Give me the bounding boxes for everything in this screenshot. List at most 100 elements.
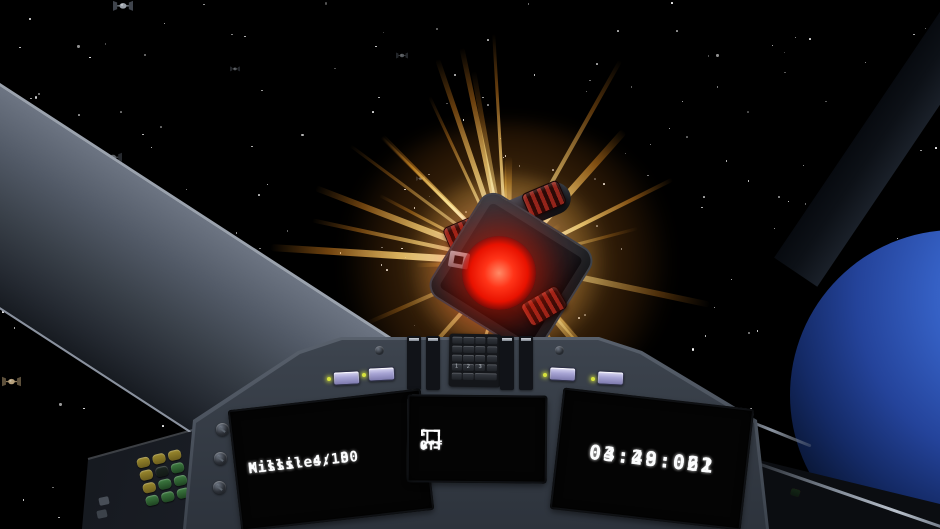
star (83, 407, 85, 410)
star (413, 324, 416, 327)
magnify-toggle-value: : Off (419, 424, 444, 453)
stats-display: Kills: 4/100 Missiles: 3 (227, 388, 435, 529)
star (34, 96, 38, 99)
star (668, 127, 670, 130)
star (716, 54, 719, 57)
enemy-ship-red-core (462, 236, 536, 310)
keypad-key[interactable] (486, 354, 498, 363)
keypad-key[interactable] (475, 336, 486, 345)
strip-button (409, 338, 419, 342)
keypad-key[interactable] (475, 354, 486, 363)
keypad-key[interactable]: 2 (463, 363, 474, 372)
star (913, 33, 915, 36)
missiles-counter: Missiles: 3 (247, 449, 351, 478)
strip-button (521, 338, 531, 342)
console-button[interactable] (367, 366, 396, 382)
star (825, 100, 827, 103)
star (104, 43, 107, 45)
star (404, 188, 406, 191)
star (935, 147, 937, 149)
star (462, 119, 465, 121)
keypad-key[interactable] (451, 336, 463, 344)
star (428, 195, 431, 197)
distant-ship-sprite (396, 52, 408, 59)
star (286, 230, 289, 232)
button-strip[interactable] (500, 336, 514, 390)
star (266, 183, 268, 186)
keypad-key[interactable] (486, 363, 498, 372)
keypad-key[interactable] (451, 372, 462, 381)
star (802, 164, 805, 167)
star (617, 30, 619, 32)
star (783, 51, 786, 53)
star (647, 174, 649, 177)
star (777, 195, 781, 199)
console-button[interactable] (332, 370, 361, 386)
keypad-key[interactable] (463, 354, 474, 363)
star (162, 425, 164, 427)
star (19, 46, 21, 49)
button-strip[interactable] (519, 336, 533, 390)
star (52, 486, 54, 489)
star (896, 237, 898, 240)
star (787, 200, 790, 203)
star (771, 44, 774, 46)
star (37, 92, 40, 95)
console-button[interactable] (596, 370, 625, 386)
star (261, 89, 263, 92)
star (713, 306, 716, 309)
star (244, 35, 246, 38)
star (30, 97, 32, 100)
console-button[interactable] (548, 366, 577, 382)
star (707, 55, 709, 57)
star (730, 278, 732, 281)
star (527, 3, 530, 5)
star (703, 196, 705, 198)
keypad-key[interactable] (451, 345, 463, 353)
star (301, 133, 304, 137)
star (163, 22, 165, 25)
button-strip[interactable] (426, 336, 440, 390)
keypad-key[interactable] (487, 345, 498, 354)
star (676, 30, 678, 32)
star (504, 155, 507, 157)
star (924, 27, 927, 30)
star (502, 156, 505, 159)
toggle-display: : Off : Off (406, 394, 548, 484)
star (630, 86, 633, 88)
star (235, 232, 238, 234)
timer-display: 03:48:022 04:29:061 (549, 387, 755, 529)
star (144, 53, 147, 57)
star (686, 136, 688, 138)
panel-screw (555, 346, 564, 355)
star (381, 246, 383, 249)
keypad-key[interactable] (462, 372, 474, 381)
star (325, 2, 328, 5)
keypad-key[interactable]: 3 (474, 363, 486, 372)
keypad-key[interactable] (451, 354, 462, 363)
star (142, 133, 144, 136)
star (533, 74, 536, 76)
keypad-key[interactable] (463, 345, 474, 354)
star (372, 111, 374, 113)
star (747, 111, 749, 113)
star (401, 247, 403, 250)
star (691, 348, 695, 351)
keypad-enter-key[interactable] (474, 372, 497, 381)
keypad-key[interactable] (475, 345, 486, 354)
keypad-key[interactable] (463, 336, 475, 345)
bezel-screw (213, 481, 226, 494)
star (748, 331, 751, 334)
star (594, 178, 596, 180)
star (258, 194, 260, 196)
star (375, 45, 377, 48)
star (624, 152, 626, 155)
keypad-key[interactable]: 1 (451, 363, 462, 372)
keypad-key[interactable] (487, 336, 498, 345)
star (386, 269, 388, 271)
button-strip[interactable] (407, 336, 421, 390)
